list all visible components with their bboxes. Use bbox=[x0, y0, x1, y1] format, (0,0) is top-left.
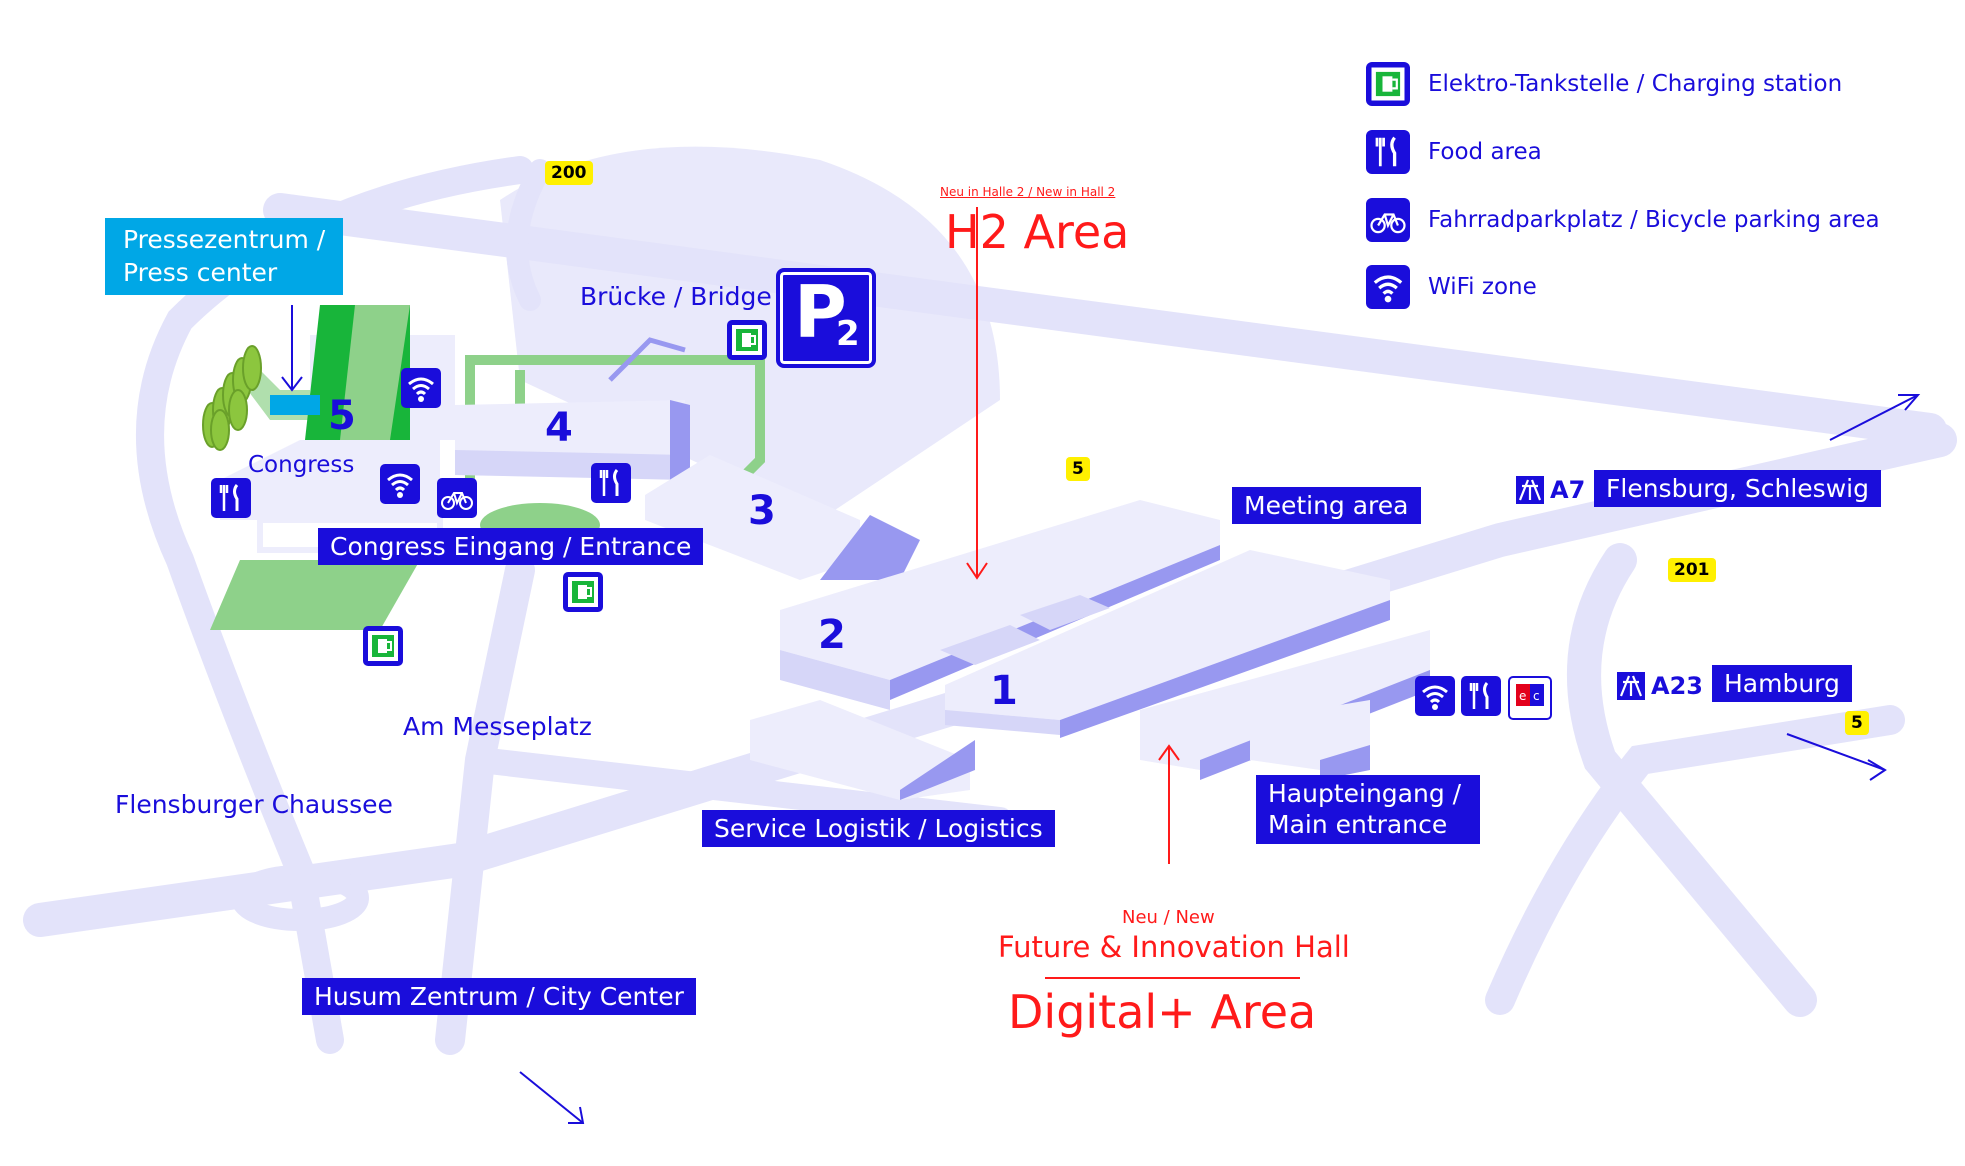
hall-3-number: 3 bbox=[748, 488, 776, 534]
legend-charging: Elektro-Tankstelle / Charging station bbox=[1366, 62, 1842, 106]
road-200: 200 bbox=[545, 161, 593, 185]
wifi-icon bbox=[1415, 676, 1455, 716]
a23-text: A23 bbox=[1651, 672, 1703, 700]
flensburger-chaussee-label: Flensburger Chaussee bbox=[115, 790, 393, 819]
bridge-label: Brücke / Bridge bbox=[580, 282, 772, 311]
charging-station-icon bbox=[727, 320, 767, 360]
charging-station-icon bbox=[1366, 62, 1410, 106]
a7-text: A7 bbox=[1550, 476, 1586, 504]
husum-center-label: Husum Zentrum / City Center bbox=[302, 978, 696, 1016]
bridge-line bbox=[608, 337, 686, 382]
svg-text:e: e bbox=[1519, 689, 1526, 703]
logistics-building bbox=[750, 700, 975, 800]
charging-station-icon bbox=[363, 626, 403, 666]
road-5-top: 5 bbox=[1066, 457, 1090, 481]
press-center-line1: Pressezentrum / bbox=[123, 225, 326, 254]
direction-arrows bbox=[281, 305, 1921, 1124]
highway-a7: A7 bbox=[1516, 476, 1585, 504]
main-entrance-label: Haupteingang / Main entrance bbox=[1256, 775, 1480, 844]
wifi-icon bbox=[1366, 265, 1410, 309]
hamburg-label: Hamburg bbox=[1712, 665, 1852, 703]
legend-label: Elektro-Tankstelle / Charging station bbox=[1428, 71, 1843, 97]
hall-3-building bbox=[645, 455, 920, 580]
wifi-icon bbox=[401, 368, 441, 408]
wifi-icon bbox=[380, 464, 420, 504]
road-201: 201 bbox=[1668, 558, 1716, 582]
h2-title: H2 Area bbox=[945, 205, 1130, 259]
food-icon bbox=[211, 478, 251, 518]
hall-2-number: 2 bbox=[818, 612, 846, 658]
hall-1-number: 1 bbox=[990, 668, 1018, 714]
legend-food: Food area bbox=[1366, 130, 1542, 174]
svg-text:c: c bbox=[1533, 689, 1540, 703]
roundabout bbox=[231, 865, 369, 931]
road-5-right: 5 bbox=[1845, 711, 1869, 735]
future-title: Future & Innovation Hall bbox=[998, 930, 1350, 964]
parking-number: 2 bbox=[836, 314, 860, 354]
am-messeplatz-label: Am Messeplatz bbox=[403, 712, 592, 741]
food-icon bbox=[591, 463, 631, 503]
trees bbox=[202, 345, 262, 451]
future-small-label: Neu / New bbox=[1122, 907, 1215, 928]
hall-5-building bbox=[270, 305, 455, 440]
parking-letter: P bbox=[794, 270, 847, 354]
press-center-line2: Press center bbox=[123, 257, 278, 287]
hall-2-building bbox=[780, 500, 1220, 710]
legend-label: Fahrradparkplatz / Bicycle parking area bbox=[1428, 207, 1880, 233]
food-icon bbox=[1366, 130, 1410, 174]
highway-a23: A23 bbox=[1617, 672, 1703, 700]
highlight-arrows bbox=[966, 207, 1300, 979]
motorway-icon bbox=[1617, 672, 1645, 700]
legend-wifi: WiFi zone bbox=[1366, 265, 1537, 309]
charging-station-icon bbox=[563, 572, 603, 612]
bicycle-icon bbox=[1366, 198, 1410, 242]
h2-small-label: Neu in Halle 2 / New in Hall 2 bbox=[940, 185, 1116, 199]
parking-p2-sign: P 2 bbox=[776, 268, 876, 368]
service-logistics-label: Service Logistik / Logistics bbox=[702, 810, 1055, 848]
digital-area-title: Digital+ Area bbox=[1008, 985, 1317, 1039]
meeting-area-label: Meeting area bbox=[1232, 487, 1421, 525]
legend-bicycle: Fahrradparkplatz / Bicycle parking area bbox=[1366, 198, 1880, 242]
food-icon bbox=[1461, 676, 1501, 716]
legend-label: WiFi zone bbox=[1428, 274, 1537, 300]
main-entrance-line1: Haupteingang / bbox=[1268, 779, 1462, 808]
hall-1-building bbox=[945, 550, 1430, 780]
motorway-icon bbox=[1516, 476, 1544, 504]
congress-entrance-label: Congress Eingang / Entrance bbox=[318, 528, 704, 566]
legend-label: Food area bbox=[1428, 139, 1542, 165]
hall-4-number: 4 bbox=[545, 405, 573, 451]
bicycle-icon bbox=[437, 478, 477, 518]
press-center-label: Pressezentrum / Press center bbox=[105, 218, 344, 295]
hall-5-number: 5 bbox=[328, 393, 356, 439]
congress-label: Congress bbox=[248, 452, 355, 478]
flensburg-label: Flensburg, Schleswig bbox=[1594, 470, 1881, 508]
main-entrance-line2: Main entrance bbox=[1268, 810, 1448, 840]
